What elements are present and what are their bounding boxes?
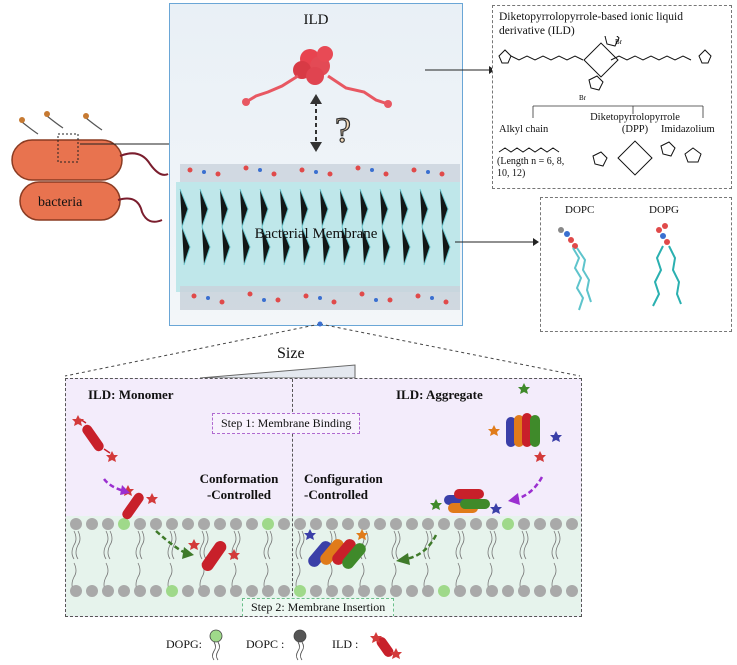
mechanism-panel: ILD: Monomer ILD: Aggregate Step 1: Memb…: [65, 378, 582, 617]
lipid-structure-graphic: [558, 223, 682, 311]
alkyl-label: Alkyl chain: [499, 124, 549, 135]
legend-dopc-label: DOPC :: [246, 637, 285, 651]
dopc-molecule: [558, 227, 592, 311]
ild-molecule: [242, 46, 392, 108]
lower-leaflet: [70, 585, 578, 597]
legend-dopc-icon: [293, 629, 307, 661]
monomer-title: ILD: Monomer: [88, 387, 174, 402]
ild-monomer-inserted: [188, 539, 240, 572]
dopg-label: DOPG: [649, 204, 679, 216]
zoom-guide-lines: [64, 321, 581, 377]
bacteria-label: bacteria: [38, 195, 83, 210]
step2-label: Step 2: Membrane Insertion: [242, 598, 395, 616]
size-label: Size: [277, 345, 305, 362]
aggregate-binding-arrow: [515, 476, 544, 501]
br-label-top: Br: [615, 38, 623, 46]
legend-ild-icon: [370, 632, 402, 659]
legend-dopg-icon: [209, 629, 223, 661]
membrane-label: Bacterial Membrane: [254, 226, 378, 242]
dpp-label: Diketopyrrolopyrrole (DPP): [590, 112, 680, 135]
simulation-box: ILD ?: [169, 3, 463, 326]
monomer-binding-arrow: [103, 478, 125, 493]
length-note: (Length n = 6, 8, 10, 12): [497, 156, 565, 179]
aggregate-insertion-arrow: [405, 534, 438, 561]
ild-box-title: Diketopyrrolopyrrole-based ionic liquid …: [499, 11, 683, 37]
arrow-to-membrane: [80, 140, 180, 148]
ild-aggregate-bound: [430, 489, 502, 514]
br-label-bottom: Br: [579, 94, 587, 102]
dopc-label: DOPC: [565, 204, 595, 216]
ild-aggregate-free: [488, 383, 562, 462]
bacterium-upper: [11, 139, 123, 181]
arrow-to-lipid-box: [455, 238, 539, 246]
arrow-to-ild-box: [425, 66, 495, 74]
aggregate-title: ILD: Aggregate: [396, 387, 483, 402]
legend-dopg-label: DOPG:: [166, 637, 203, 651]
size-wedge: [200, 364, 356, 379]
dopg-molecule: [652, 223, 682, 307]
bacterium-lower: [19, 181, 121, 221]
membrane-slab: [176, 164, 460, 310]
ild-monomer-free: [72, 415, 118, 462]
conformation-label: Conformation -Controlled: [199, 471, 279, 502]
question-mark: ?: [335, 110, 351, 150]
ild-label: ILD: [303, 12, 329, 28]
mechanism-graphic: [70, 383, 578, 597]
step1-label: Step 1: Membrane Binding: [212, 413, 361, 434]
configuration-label: Configuration -Controlled: [304, 471, 383, 502]
ild-structure-box: Diketopyrrolopyrrole-based ionic liquid …: [492, 5, 732, 189]
ild-structure-graphic: Br Br: [498, 36, 712, 176]
simulation-graphic: ?: [176, 46, 460, 310]
ild-particle-icons: [19, 111, 103, 135]
imidazolium-label: Imidazolium: [661, 124, 715, 135]
bacteria-illustration: bacteria: [11, 111, 169, 223]
ild-aggregate-inserted: [304, 529, 368, 569]
center-divider: [292, 379, 293, 616]
zoom-box: [57, 133, 79, 163]
legend-ild-label: ILD :: [332, 637, 359, 651]
upper-leaflet: [70, 518, 578, 530]
lipid-structure-box: DOPC DOPG: [540, 197, 732, 332]
